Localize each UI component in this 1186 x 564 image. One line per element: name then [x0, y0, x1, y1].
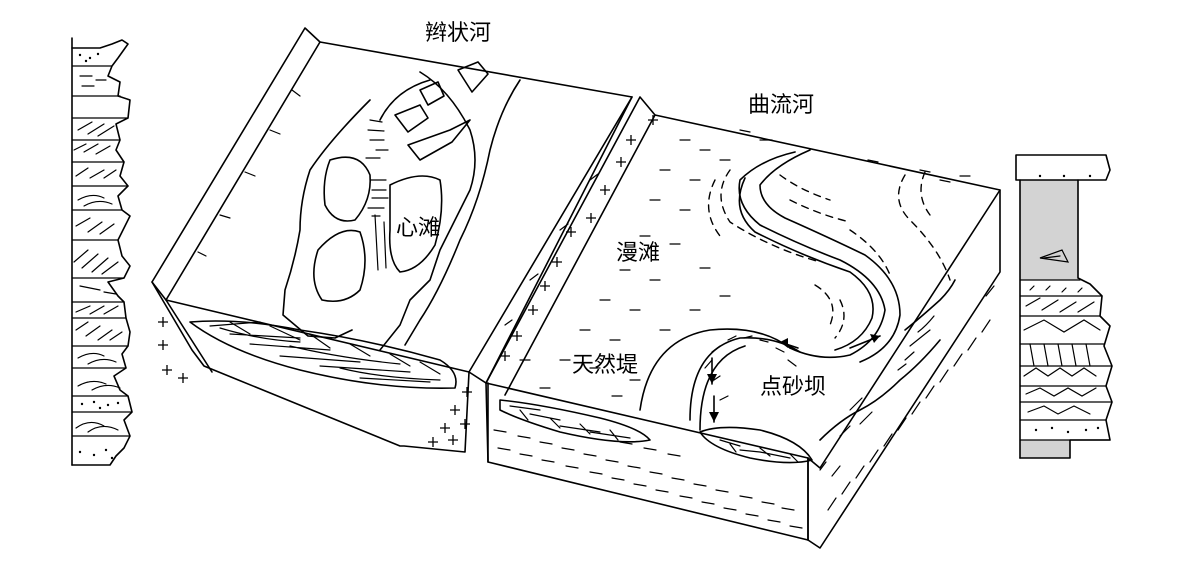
crosses-left-face: [158, 317, 472, 447]
meandering-river-block: [485, 96, 1001, 549]
meander-channel-inner: [759, 149, 901, 363]
braided-river-block: [151, 27, 633, 453]
meander-channel-outer: [738, 151, 886, 359]
channel-bar-shape: [388, 175, 443, 273]
shaded-bed: [1020, 180, 1078, 280]
point-bar-label: 点砂坝: [760, 375, 826, 400]
natural-levee-label: 天然堤: [572, 353, 638, 378]
channel-bar-label: 心滩: [396, 216, 440, 241]
shaded-bed-bottom: [1020, 440, 1070, 458]
channel-bar-shape: [313, 229, 366, 303]
left-stratigraphic-column: [71, 37, 133, 466]
floodplain-label: 漫滩: [616, 241, 660, 266]
channel-bar-shape: [323, 156, 372, 222]
right-stratigraphic-column: [1015, 154, 1113, 459]
meandering-river-label: 曲流河: [748, 93, 814, 118]
crosses-levee-ridge: [500, 115, 658, 361]
braided-river-label: 辫状河: [425, 21, 491, 46]
point-bar-outline: [639, 328, 791, 411]
